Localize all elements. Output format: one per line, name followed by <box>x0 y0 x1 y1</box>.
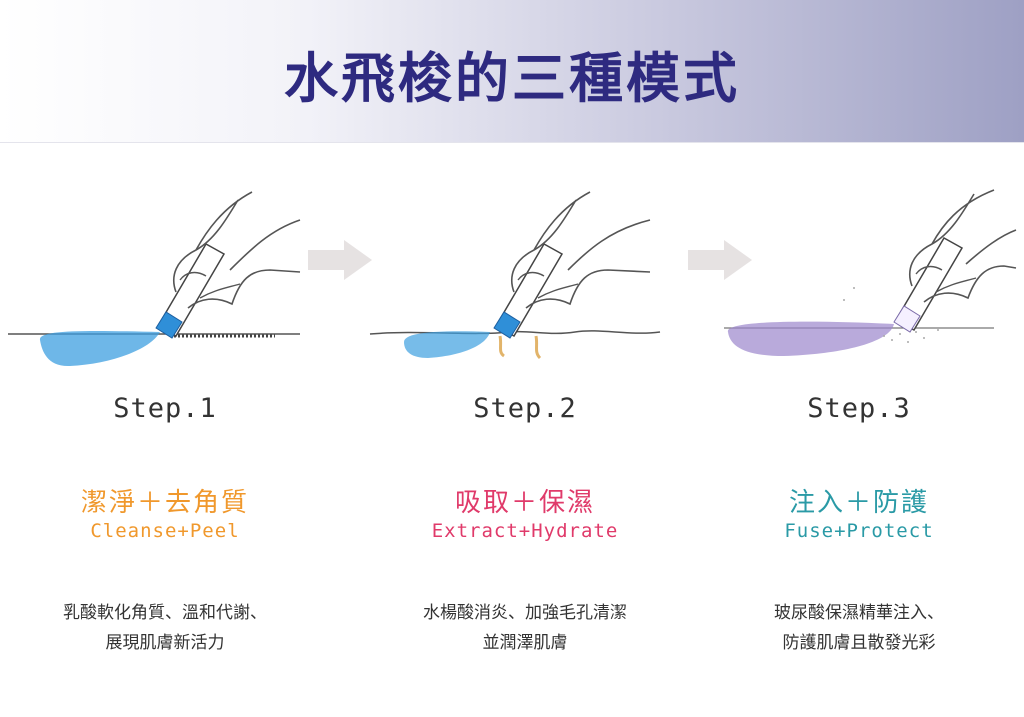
arrow-right-icon <box>688 240 752 280</box>
mode-title-en: Extract+Hydrate <box>431 520 619 542</box>
description-line: 玻尿酸保濕精華注入、 <box>774 603 944 623</box>
step-description: 乳酸軟化角質、溫和代謝、 展現肌膚新活力 <box>0 598 330 658</box>
step-label: Step.1 <box>113 393 217 424</box>
hand-probe-fuse-icon <box>724 189 1017 356</box>
description-line: 防護肌膚且散發光彩 <box>782 633 936 653</box>
step-card-2: Step.2 吸取＋保濕 Extract+Hydrate 水楊酸消炎、加強毛孔清… <box>360 150 690 710</box>
description-line: 展現肌膚新活力 <box>105 633 225 653</box>
step-description: 玻尿酸保濕精華注入、 防護肌膚且散發光彩 <box>694 598 1024 658</box>
mode-title-zh: 潔淨＋去角質 <box>80 488 249 518</box>
hand-probe-cleanse-icon <box>8 191 301 367</box>
arrow-right-icon <box>308 240 372 280</box>
step-description: 水楊酸消炎、加強毛孔清潔 並潤澤肌膚 <box>360 598 690 658</box>
step-card-1: Step.1 潔淨＋去角質 Cleanse+Peel 乳酸軟化角質、溫和代謝、 … <box>0 150 330 710</box>
mode-title-zh: 吸取＋保濕 <box>454 488 595 518</box>
header-banner: 水飛梭的三種模式 <box>0 0 1024 143</box>
hand-probe-extract-icon <box>369 191 661 360</box>
step-label: Step.2 <box>473 393 577 424</box>
description-line: 乳酸軟化角質、溫和代謝、 <box>63 603 267 623</box>
page-title: 水飛梭的三種模式 <box>284 47 740 110</box>
mode-title-en: Fuse+Protect <box>784 520 934 542</box>
mode-title-zh: 注入＋防護 <box>788 488 929 518</box>
step-card-3: Step.3 注入＋防護 Fuse+Protect 玻尿酸保濕精華注入、 防護肌… <box>694 150 1024 710</box>
mode-title-en: Cleanse+Peel <box>90 520 240 542</box>
description-line: 並潤澤肌膚 <box>482 633 568 653</box>
description-line: 水楊酸消炎、加強毛孔清潔 <box>423 603 627 623</box>
step-label: Step.3 <box>807 393 911 424</box>
